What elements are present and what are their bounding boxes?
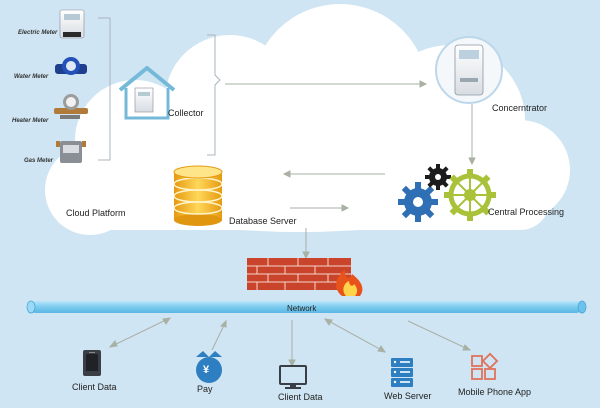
web-server-icon <box>391 358 413 387</box>
network-pipe <box>26 300 587 314</box>
network-label: Network <box>287 304 317 313</box>
mobile-app-label: Mobile Phone App <box>458 387 532 397</box>
client-connections <box>108 317 472 368</box>
pay-label: Pay <box>197 384 213 394</box>
flow-arrows <box>225 80 476 260</box>
pay-symbol: ¥ <box>203 364 210 376</box>
pay-icon <box>196 351 222 383</box>
meters-brace-right <box>207 34 221 156</box>
central-processing-label: Central Processing <box>488 207 565 217</box>
collector-icon <box>118 66 176 120</box>
phone-icon <box>83 350 101 376</box>
gears-icon <box>398 164 496 222</box>
database-server-label: Database Server <box>229 216 297 226</box>
cloud-platform-label: Cloud Platform <box>66 208 126 218</box>
electric-meter-icon <box>59 9 85 39</box>
meters-brace-left <box>98 17 111 161</box>
firewall-icon <box>247 258 351 290</box>
heater-meter-icon <box>54 94 88 119</box>
monitor-icon <box>279 365 307 389</box>
gas-meter-icon <box>56 141 86 163</box>
concentrator-icon <box>435 36 503 104</box>
heater-meter-label: Heater Meter <box>12 118 49 124</box>
client-data-label-2: Client Data <box>278 392 323 402</box>
water-meter-label: Water Meter <box>14 74 49 80</box>
database-icon <box>173 165 223 226</box>
cloud-shape <box>45 4 570 235</box>
client-data-label-1: Client Data <box>72 382 117 392</box>
gas-meter-label: Gas Meter <box>24 158 54 164</box>
concentrator-label: Concerntrator <box>492 103 548 113</box>
collector-label: Collector <box>168 108 204 118</box>
app-grid-icon <box>471 352 499 380</box>
electric-meter-label: Electric Meter <box>18 30 58 36</box>
water-meter-icon <box>55 57 87 75</box>
web-server-label: Web Server <box>384 391 432 401</box>
fire-icon <box>336 270 363 296</box>
